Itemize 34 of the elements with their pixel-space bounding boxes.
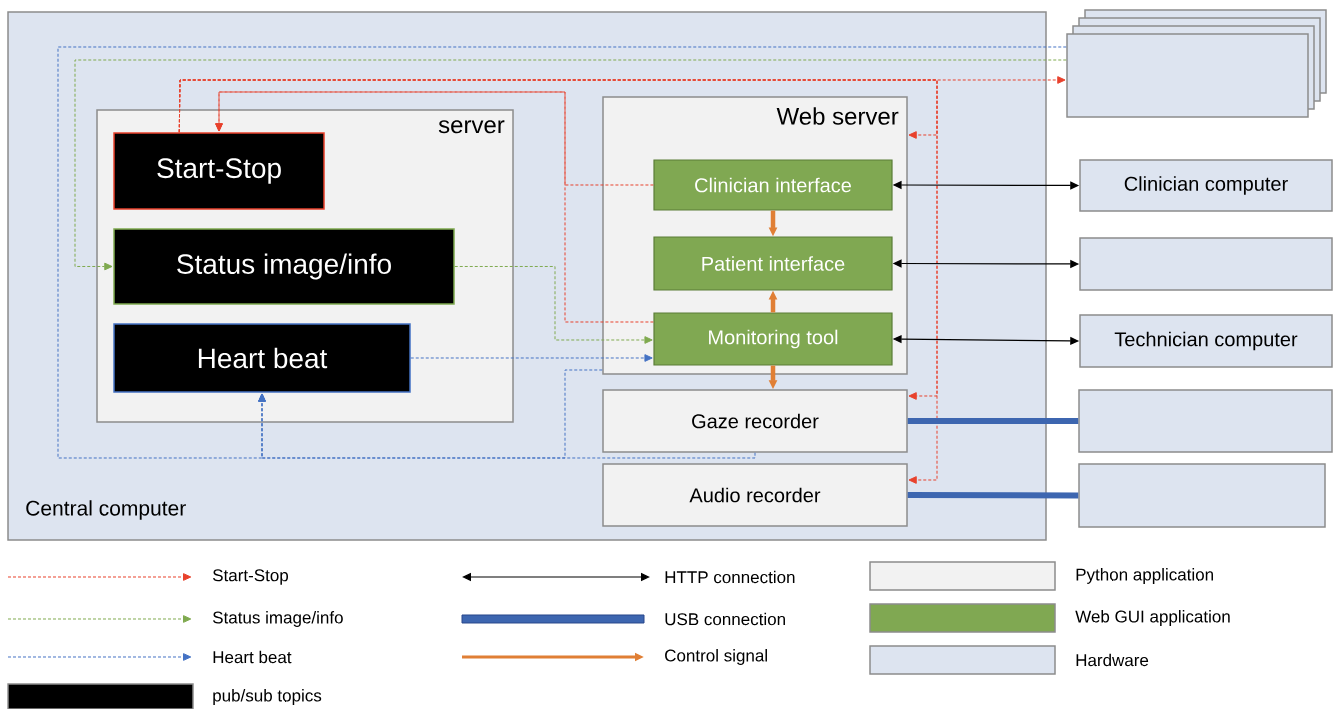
device-box bbox=[1078, 463, 1326, 528]
dashed-arrow bbox=[57, 46, 1067, 459]
legend-label: pub/sub topics bbox=[213, 689, 322, 705]
legend-label: Status image/info bbox=[213, 611, 343, 627]
connector-line bbox=[907, 418, 1079, 424]
legend-label: Web GUI application bbox=[1075, 610, 1230, 626]
dashed-arrow bbox=[454, 266, 653, 344]
interface-box: Clinician interface bbox=[653, 159, 893, 211]
legend-label: Start-Stop bbox=[213, 569, 289, 585]
stacked-device-box bbox=[1066, 9, 1327, 118]
interface-box: Monitoring tool bbox=[653, 312, 893, 366]
application-box: Gaze recorder bbox=[602, 389, 908, 453]
device-box bbox=[1079, 237, 1333, 291]
dashed-arrow bbox=[178, 79, 938, 484]
application-box: Audio recorder bbox=[602, 463, 908, 527]
device-box bbox=[1078, 389, 1333, 453]
interface-box: Patient interface bbox=[653, 236, 893, 291]
connector-line bbox=[907, 492, 1079, 499]
legend-label: Python application bbox=[1076, 568, 1213, 584]
legend-label: Hardware bbox=[1076, 653, 1149, 667]
topic-box: Start-Stop bbox=[113, 132, 325, 210]
legend-label: Control signal bbox=[665, 649, 767, 665]
dashed-arrow bbox=[74, 59, 1067, 271]
legend-label: Heart beat bbox=[213, 650, 292, 664]
dashed-arrow bbox=[215, 91, 654, 323]
dashed-arrow bbox=[258, 393, 756, 459]
legend-label: HTTP connection bbox=[665, 570, 795, 584]
topic-box: Status image/info bbox=[113, 228, 455, 305]
dashed-arrow bbox=[410, 354, 653, 362]
topic-box: Heart beat bbox=[113, 323, 411, 393]
device-box: Technician computer bbox=[1079, 314, 1333, 368]
device-box: Clinician computer bbox=[1079, 159, 1333, 212]
dashed-arrow bbox=[215, 91, 654, 186]
legend-label: USB connection bbox=[665, 612, 785, 626]
